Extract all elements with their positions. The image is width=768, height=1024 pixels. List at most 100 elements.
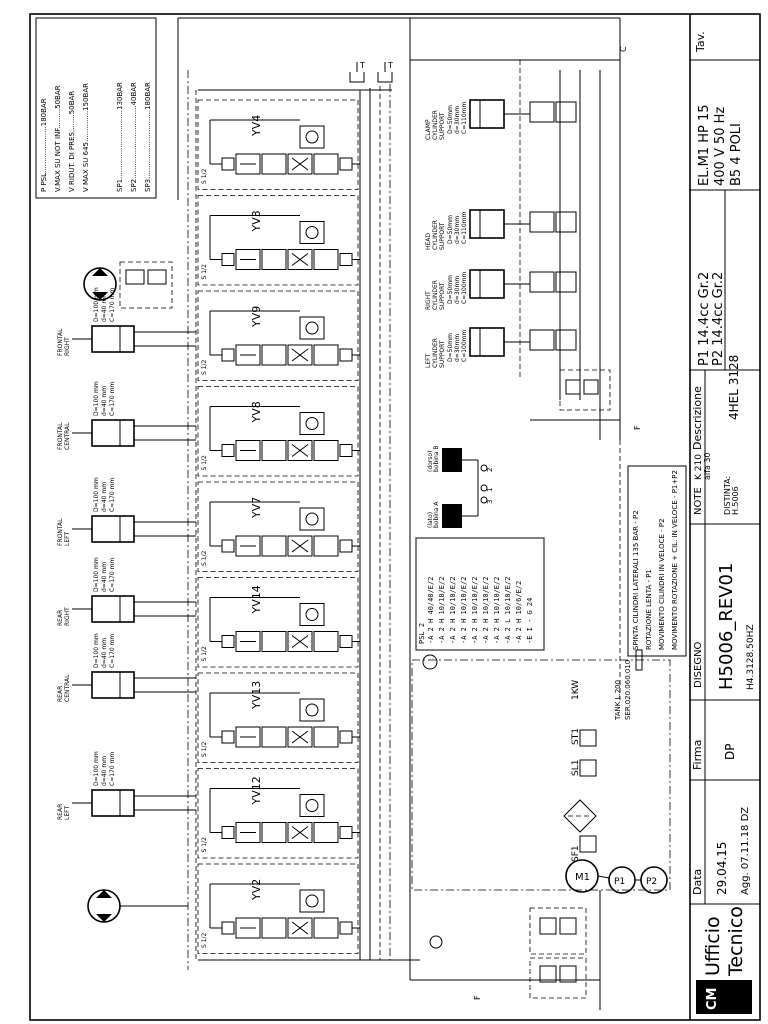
return-filter: [563, 799, 597, 833]
valve-label-yv7: YV7: [250, 497, 263, 519]
cylinder-name: REAR: [57, 686, 64, 702]
tank-label-1: TANK L.200: [614, 680, 622, 721]
support-spec: D=50mm: [447, 333, 454, 362]
port-f-label: F: [633, 425, 642, 430]
pressure-gauge-bottom: [429, 935, 443, 949]
support-name: HEAD: [425, 233, 432, 250]
motor-spec-3: B5 4 POLI: [729, 123, 744, 186]
spool-table-row: -A 2 L 10/10/E/2: [504, 577, 512, 644]
valve-label-yv12: YV12: [250, 776, 263, 805]
pump-spec-1: P1 14.4cc Gr.2: [697, 272, 712, 366]
pump-p1-label: P1: [614, 877, 625, 887]
valve-label-yv2: YV2: [250, 879, 263, 901]
valve-label-yv4: YV4: [250, 115, 263, 137]
cylinder-name: CENTRAL: [64, 674, 71, 702]
company-logo: [696, 980, 752, 1014]
support-spec: C=110mm: [461, 101, 468, 134]
tav-label: Tav.: [694, 31, 707, 53]
cylinder-name: RIGHT: [64, 337, 71, 356]
coil-connector-legend: 2 1 3 (lato) bobina A (dorso) bobina B: [427, 446, 494, 528]
office-line1: Ufficio: [702, 916, 724, 976]
cylinder-name: FRONTAL: [57, 422, 64, 450]
cylinder-spec: C=170 mm: [109, 288, 116, 322]
right-manifold: [410, 59, 620, 440]
operation-note: ROTAZIONE LENTA - P1: [645, 569, 653, 650]
note-value-1: K 210: [694, 454, 704, 480]
pin-2: 2: [486, 468, 494, 472]
valve-code: S 1/2: [201, 168, 208, 184]
support-spec: d=30mm: [454, 334, 461, 362]
operation-note: MOVIMENTO CILINDRI IN VELOCE - P2: [658, 518, 666, 650]
support-name: CYLINDER: [432, 220, 439, 250]
support-spec: d=30mm: [454, 216, 461, 244]
cylinder-spec: d=40 mm: [101, 638, 108, 668]
cylinder-spec: D=100 mm: [93, 381, 100, 416]
cylinder-spec: C=170 mm: [109, 634, 116, 668]
rotation-motor-bottom: [87, 889, 188, 923]
valve-label-yv14: YV14: [250, 585, 263, 614]
motor-spec-2: 400 V 50 Hz: [713, 107, 728, 186]
drawing-sub: H4.3128.50HZ: [746, 624, 756, 690]
cylinder-spec: d=40 mm: [101, 292, 108, 322]
support-spec: C=100mm: [461, 271, 468, 304]
cylinder-spec: d=40 mm: [101, 562, 108, 592]
operation-notes: SPINTA CILINDRI LATERALI 135 BAR - P2 ROT…: [627, 465, 687, 657]
rotation-motor-top: [83, 261, 173, 309]
support-name: SUPPORT: [439, 282, 446, 310]
cylinder-spec: D=100 mm: [93, 287, 100, 322]
spool-table-row: -A 2 H 10/10/E/2: [438, 577, 446, 644]
pump-p2-label: P2: [646, 877, 657, 887]
cylinder-name: LEFT: [64, 806, 71, 820]
motor-spec-1: EL.M1 HP 15: [697, 105, 712, 187]
valve-section-yv4: YV4 S 1/2: [197, 99, 360, 190]
cylinder-spec: D=100 mm: [93, 557, 100, 592]
support-spec: d=30mm: [454, 106, 461, 134]
note-header: NOTE: [693, 487, 704, 515]
settings-line: SP3...............................180BAR: [144, 82, 152, 192]
power-unit: M1 P1 P2 SF1 SL1 ST1 1KW TANK L.200 SER.…: [410, 649, 671, 1010]
tank-return-symbols: T T C F F: [349, 46, 642, 1000]
distinta-label: DISTINTA:: [723, 476, 732, 515]
spool-table-row: -A 2 H 10/10/E/2: [493, 577, 501, 644]
support-name: SUPPORT: [439, 112, 446, 140]
tank-label-1: T: [359, 61, 365, 70]
pump-spec-2: P2 14.4cc Gr.2: [711, 272, 726, 366]
manifold-lines: [177, 17, 621, 980]
cylinder-spec: C=170 mm: [109, 382, 116, 416]
valve-code: S 1/2: [201, 359, 208, 375]
spool-table-row: -A 2 H 10/10/E/2: [460, 577, 468, 644]
support-spec: D=50mm: [447, 105, 454, 134]
cylinder-name: REAR: [57, 804, 64, 820]
valve-label-yv8: YV8: [250, 401, 263, 423]
support-spec: D=50mm: [447, 275, 454, 304]
spool-table-row: -A 2 H 10/6/E/2: [515, 581, 523, 644]
cylinder-name: FRONTAL: [57, 518, 64, 546]
spool-table-row: -A 2 H 10/10/E/2: [482, 577, 490, 644]
support-name: SUPPORT: [439, 340, 446, 368]
filter-switch-label: SF1: [571, 845, 581, 862]
settings-line: P PSL.....................180BAR: [40, 98, 48, 192]
firma-header: Firma: [691, 740, 704, 770]
relief-block-1: [529, 907, 587, 955]
valve-code: S 1/2: [201, 455, 208, 471]
cylinder-spec: D=100 mm: [93, 633, 100, 668]
note-value-2: alfa 30: [703, 452, 712, 480]
operation-note: SPINTA CILINDRI LATERALI 135 BAR - P2: [632, 510, 640, 650]
cylinder-name: LEFT: [64, 532, 71, 546]
valve-label-yv3: YV3: [250, 210, 263, 232]
level-switch-label: SL1: [571, 760, 581, 776]
title-block: CM Ufficio Tecnico Data 29.04.15 Agg. 07…: [690, 31, 760, 1014]
cylinder-spec: d=40 mm: [101, 482, 108, 512]
spool-table-header: PSL 2: [418, 623, 426, 644]
descrizione-header: Descrizione: [691, 386, 704, 450]
coil-a-label-1: (lato): [427, 512, 434, 528]
support-name: CYLINDER: [432, 338, 439, 368]
settings-line: SP2.................................40BA…: [130, 82, 138, 192]
cylinder-name: REAR: [57, 610, 64, 626]
support-spec: C=110mm: [461, 211, 468, 244]
